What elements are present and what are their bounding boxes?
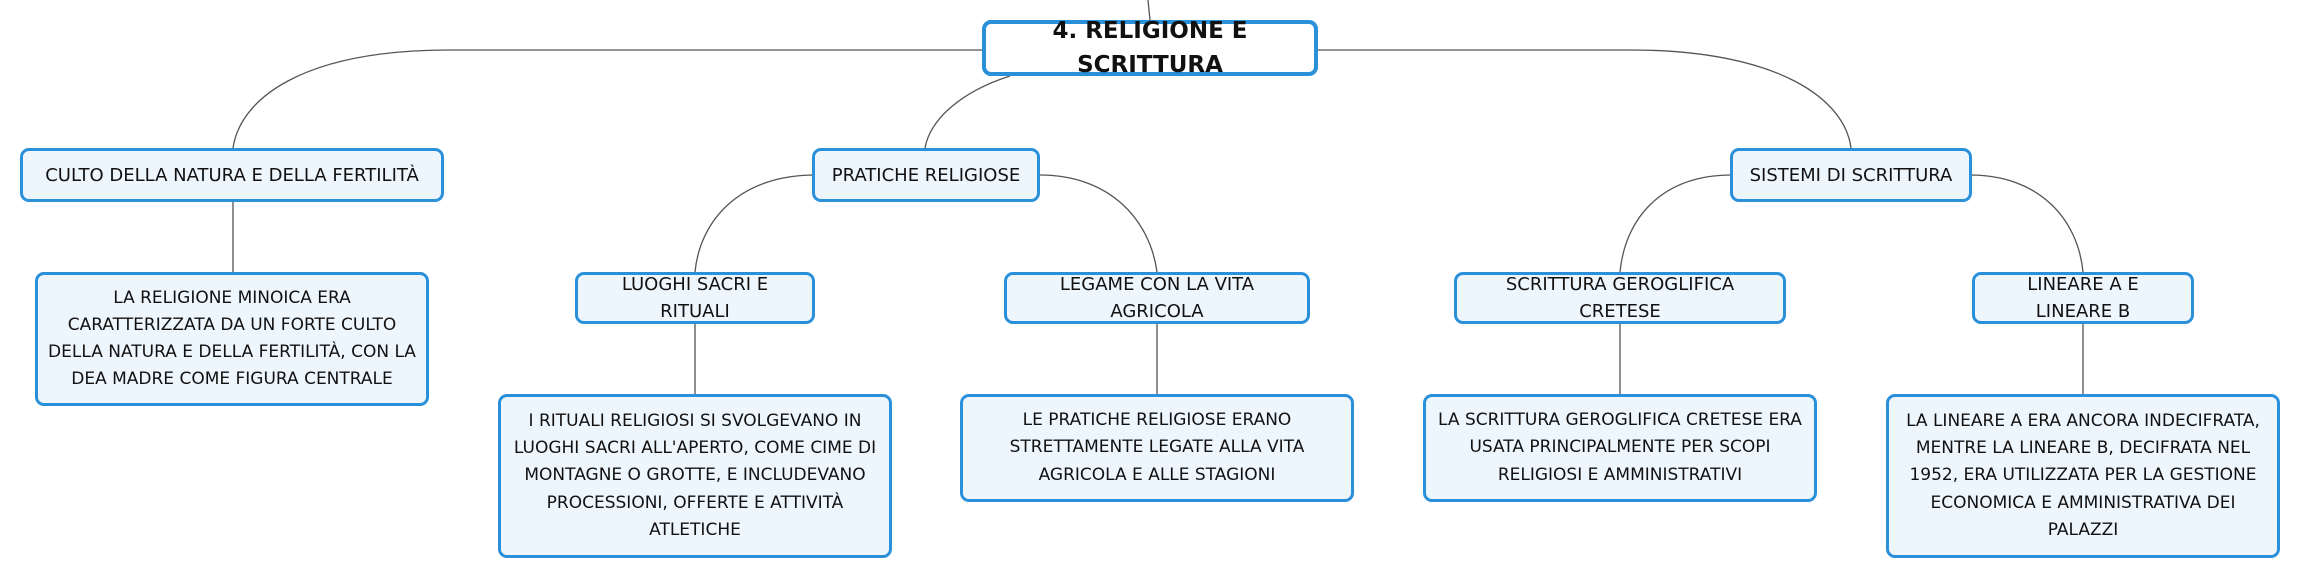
topic-pratiche-node[interactable]: PRATICHE RELIGIOSE — [812, 148, 1040, 202]
subtopic-legame-node[interactable]: LEGAME CON LA VITA AGRICOLA — [1004, 272, 1310, 324]
root-topic-label: 4. RELIGIONE E SCRITTURA — [1052, 17, 1248, 79]
detail-legame-text: LE PRATICHE RELIGIOSE ERANO STRETTAMENTE… — [1009, 410, 1305, 485]
topic-pratiche-label: PRATICHE RELIGIOSE — [831, 164, 1021, 186]
detail-legame-node[interactable]: LE PRATICHE RELIGIOSE ERANO STRETTAMENTE… — [960, 394, 1354, 502]
detail-culto-node[interactable]: LA RELIGIONE MINOICA ERA CARATTERIZZATA … — [35, 272, 429, 406]
connector-root-scrittura — [1318, 49, 1852, 149]
root-topic-node[interactable]: 4. RELIGIONE E SCRITTURA — [982, 18, 1318, 78]
detail-culto-text: LA RELIGIONE MINOICA ERA CARATTERIZZATA … — [48, 287, 416, 390]
detail-lineare-text: LA LINEARE A ERA ANCORA INDECIFRATA, MEN… — [1906, 411, 2260, 540]
subtopic-lineare-label: LINEARE A E LINEARE B — [2027, 274, 2139, 322]
detail-geroglifica-node[interactable]: LA SCRITTURA GEROGLIFICA CRETESE ERA USA… — [1423, 394, 1817, 502]
detail-lineare-node[interactable]: LA LINEARE A ERA ANCORA INDECIFRATA, MEN… — [1886, 394, 2280, 558]
topic-culto-label: CULTO DELLA NATURA E DELLA FERTILITÀ — [45, 164, 419, 186]
connector-pratiche-luoghi — [694, 174, 816, 273]
topic-scrittura-label: SISTEMI DI SCRITTURA — [1749, 164, 1953, 186]
connector-scrittura-geroglifica — [1619, 174, 1733, 273]
detail-geroglifica-text: LA SCRITTURA GEROGLIFICA CRETESE ERA USA… — [1438, 410, 1802, 485]
subtopic-legame-label: LEGAME CON LA VITA AGRICOLA — [1059, 274, 1255, 322]
subtopic-luoghi-label: LUOGHI SACRI E RITUALI — [621, 274, 769, 322]
subtopic-geroglifica-label: SCRITTURA GEROGLIFICA CRETESE — [1505, 274, 1735, 322]
detail-luoghi-text: I RITUALI RELIGIOSI SI SVOLGEVANO IN LUO… — [513, 411, 877, 540]
connector-root-pratiche — [924, 75, 1011, 149]
subtopic-geroglifica-node[interactable]: SCRITTURA GEROGLIFICA CRETESE — [1454, 272, 1786, 324]
connector-scrittura-lineare — [1969, 174, 2084, 273]
topic-scrittura-node[interactable]: SISTEMI DI SCRITTURA — [1730, 148, 1972, 202]
detail-luoghi-node[interactable]: I RITUALI RELIGIOSI SI SVOLGEVANO IN LUO… — [498, 394, 892, 558]
subtopic-lineare-node[interactable]: LINEARE A E LINEARE B — [1972, 272, 2194, 324]
topic-culto-node[interactable]: CULTO DELLA NATURA E DELLA FERTILITÀ — [20, 148, 444, 202]
connector-pratiche-legame — [1039, 174, 1158, 273]
connector-root-culto — [232, 49, 982, 149]
connector-parent-link — [1147, 0, 1151, 21]
subtopic-luoghi-node[interactable]: LUOGHI SACRI E RITUALI — [575, 272, 815, 324]
